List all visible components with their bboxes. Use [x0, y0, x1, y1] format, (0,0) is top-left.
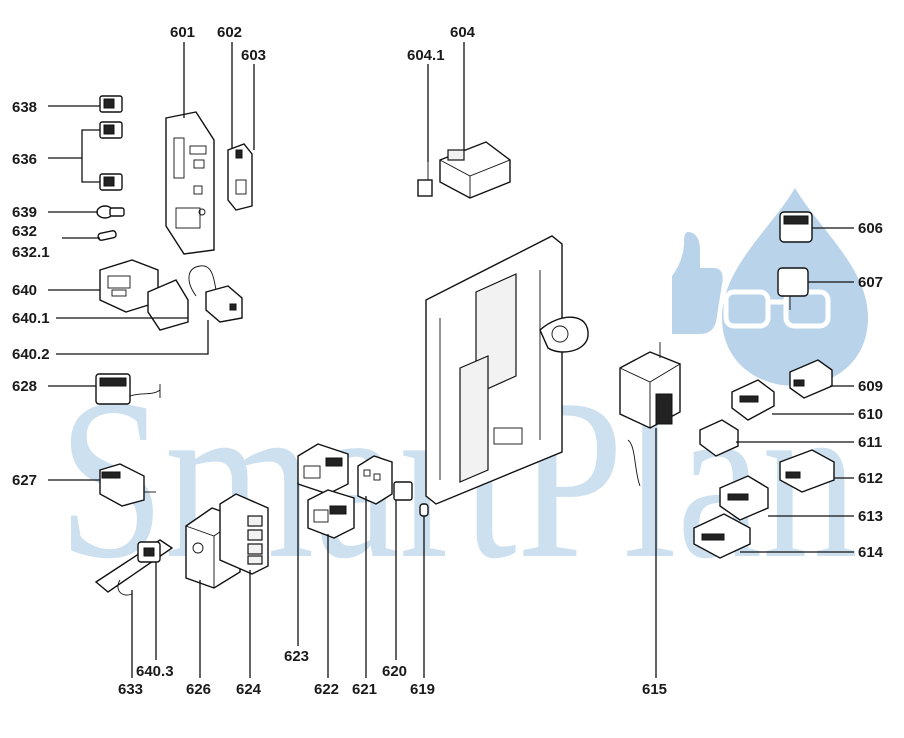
label-640-2: 640.2 — [12, 346, 50, 363]
label-620: 620 — [382, 663, 407, 680]
label-624: 624 — [236, 681, 262, 698]
part-619-pin — [419, 503, 429, 517]
part-613-plug — [719, 475, 769, 521]
leader-lines — [48, 42, 854, 678]
label-632-1: 632.1 — [12, 244, 50, 261]
label-640-1: 640.1 — [12, 310, 50, 327]
part-number-labels: 601 602 603 604.1 604 638 636 639 632 63… — [12, 24, 884, 698]
label-627: 627 — [12, 472, 37, 489]
label-607: 607 — [858, 274, 883, 291]
part-623-contactor — [297, 443, 349, 495]
thumbs-up-icon — [672, 232, 723, 334]
label-610: 610 — [858, 406, 883, 423]
part-628-relay — [95, 373, 161, 405]
label-604: 604 — [450, 24, 476, 41]
part-612-plug — [779, 449, 835, 493]
label-626: 626 — [186, 681, 211, 698]
part-614-plug — [693, 513, 751, 559]
label-640-3: 640.3 — [136, 663, 174, 680]
label-601: 601 — [170, 24, 195, 41]
part-622-contactor — [307, 489, 355, 539]
label-612: 612 — [858, 470, 883, 487]
part-615-servo-motor — [619, 342, 681, 487]
label-602: 602 — [217, 24, 242, 41]
label-606: 606 — [858, 220, 883, 237]
label-633: 633 — [118, 681, 143, 698]
label-639: 639 — [12, 204, 37, 221]
label-622: 622 — [314, 681, 339, 698]
part-611-plug — [699, 419, 739, 457]
label-614: 614 — [858, 544, 884, 561]
label-619: 619 — [410, 681, 435, 698]
part-610-plug — [731, 379, 775, 421]
label-638: 638 — [12, 99, 37, 116]
label-609: 609 — [858, 378, 883, 395]
label-611: 611 — [858, 434, 882, 451]
part-632-fuse — [97, 230, 117, 241]
part-621-relay-socket — [357, 455, 393, 505]
part-640-display-unit — [99, 259, 189, 331]
part-624-terminal-block — [219, 493, 269, 575]
part-620-cube — [393, 481, 413, 501]
part-606-cap — [779, 211, 813, 243]
label-603: 603 — [241, 47, 266, 64]
label-604-1: 604.1 — [407, 47, 445, 64]
part-638-switch — [99, 95, 123, 113]
label-613: 613 — [858, 508, 883, 525]
part-602-603-bracket — [227, 143, 253, 211]
part-639-lamp — [96, 205, 125, 219]
part-601-front-panel — [165, 111, 215, 255]
part-636-switches — [99, 121, 123, 191]
main-mounting-plate — [425, 235, 589, 505]
label-621: 621 — [352, 681, 377, 698]
label-615: 615 — [642, 681, 667, 698]
label-623: 623 — [284, 648, 309, 665]
part-640-2-connector — [188, 265, 243, 323]
label-628: 628 — [12, 378, 37, 395]
label-632: 632 — [12, 223, 37, 240]
part-604-ignition-transformer — [417, 141, 511, 199]
label-640: 640 — [12, 282, 37, 299]
part-640-3-bracket — [94, 539, 174, 596]
label-636: 636 — [12, 151, 37, 168]
part-627-connector — [99, 463, 156, 507]
